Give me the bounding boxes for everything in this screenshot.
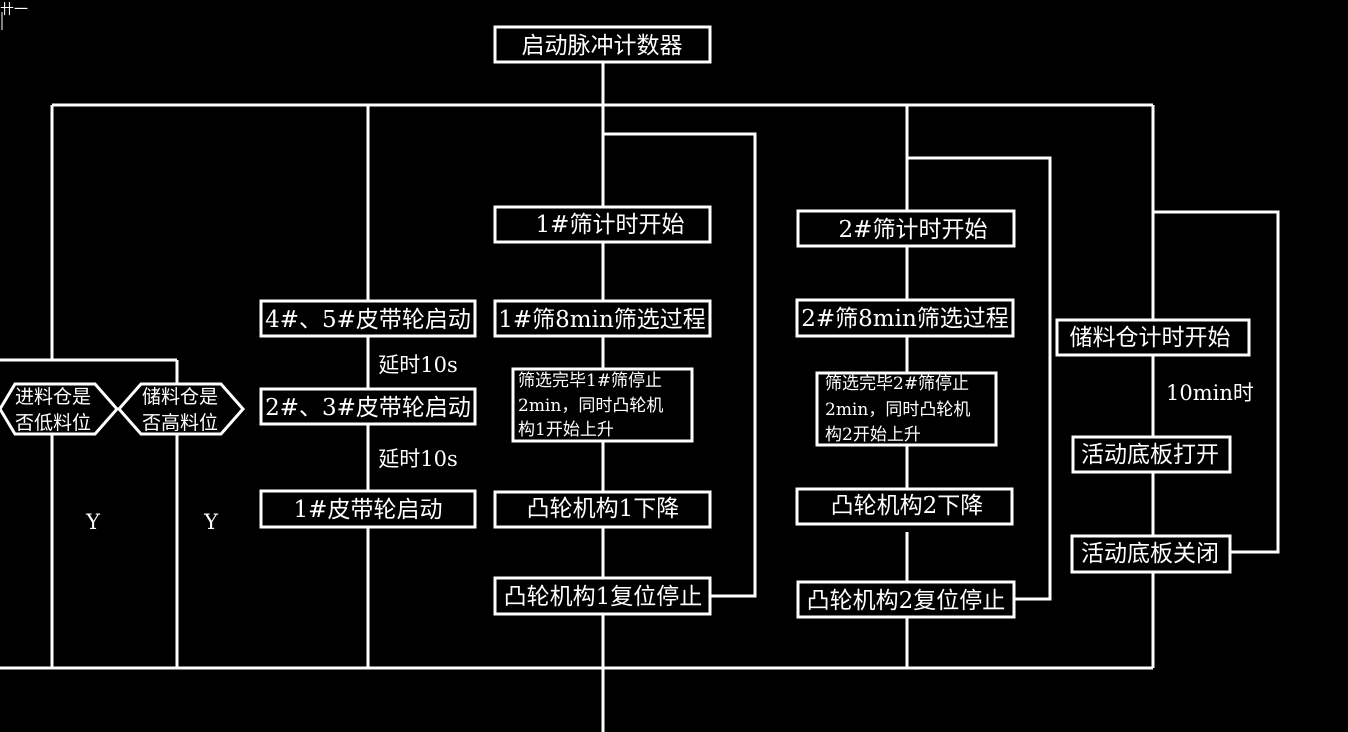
st-close-label: 活动底板关闭 [1081,541,1219,567]
s1-loop [603,132,757,598]
decision-feed-line1: 进料仓是 [15,386,91,408]
s1-stop-line1: 筛选完毕1#筛停止 [518,371,662,391]
s2-stop-line2: 2min，同时凸轮机 [825,400,970,420]
s1-lower-label: 凸轮机构1下降 [527,496,680,522]
start-node: 启动脉冲计数器 [493,25,712,64]
s2-lower-label: 凸轮机构2下降 [831,493,984,519]
belt-step3-label: 1#皮带轮启动 [294,497,443,523]
decision-feed-line2: 否低料位 [15,412,91,434]
s2-timer-label: 2#筛计时开始 [839,217,988,243]
s2-reset-label: 凸轮机构2复位停止 [807,588,1006,614]
s2-process: 2#筛8min筛选过程 [795,298,1015,338]
s2-stop-line3: 构2开始上升 [825,425,921,445]
s2-stop: 筛选完毕2#筛停止 2min，同时凸轮机 构2开始上升 [815,371,998,447]
st-close: 活动底板关闭 [1070,534,1232,574]
s1-reset-label: 凸轮机构1复位停止 [504,584,703,610]
belt-step2: 2#、3#皮带轮启动 [259,387,477,426]
connector-lines [0,62,1280,732]
s1-stop-line3: 构1开始上升 [518,420,614,440]
belt-step2-label: 2#、3#皮带轮启动 [265,395,471,421]
belt-step3: 1#皮带轮启动 [259,489,477,529]
s2-timer: 2#筛计时开始 [796,209,1016,248]
start-label: 启动脉冲计数器 [522,33,683,59]
decision-storage-bin: 储料仓是 否高料位 [117,382,245,436]
s1-reset: 凸轮机构1复位停止 [493,576,712,616]
storage-yes-label: Y [203,510,219,534]
s1-timer-label: 1#筛计时开始 [536,212,685,238]
belt-step1: 4#、5#皮带轮启动 [259,299,477,338]
belt-delay2: 延时10s [378,447,458,471]
st-timer-label: 储料仓计时开始 [1070,325,1231,351]
s2-process-label: 2#筛8min筛选过程 [801,306,1009,332]
decision-storage-line1: 储料仓是 [142,386,218,408]
s2-lower: 凸轮机构2下降 [795,487,1014,526]
st-open: 活动底板打开 [1071,435,1232,474]
s2-stop-line1: 筛选完毕2#筛停止 [825,374,969,394]
s1-timer: 1#筛计时开始 [493,205,712,244]
decision-feed-bin: 进料仓是 否低料位 [0,382,119,436]
s1-process-label: 1#筛8min筛选过程 [498,307,706,333]
s1-lower: 凸轮机构1下降 [493,490,712,529]
s1-stop-line2: 2min，同时凸轮机 [518,396,663,416]
feed-yes-label: Y [85,510,101,534]
s2-reset: 凸轮机构2复位停止 [796,580,1016,619]
s1-stop: 筛选完毕1#筛停止 2min，同时凸轮机 构1开始上升 [511,367,694,443]
st-loop [1153,210,1280,554]
st-open-label: 活动底板打开 [1081,442,1219,468]
belt-delay1: 延时10s [378,353,458,377]
st-condition: 10min时 [1166,381,1254,405]
s1-process: 1#筛8min筛选过程 [493,299,712,338]
corner-mark: 卄一 [0,2,28,18]
s2-loop [907,156,1052,601]
st-timer: 储料仓计时开始 [1055,318,1251,357]
decision-storage-line2: 否高料位 [142,412,218,434]
belt-step1-label: 4#、5#皮带轮启动 [265,307,471,333]
